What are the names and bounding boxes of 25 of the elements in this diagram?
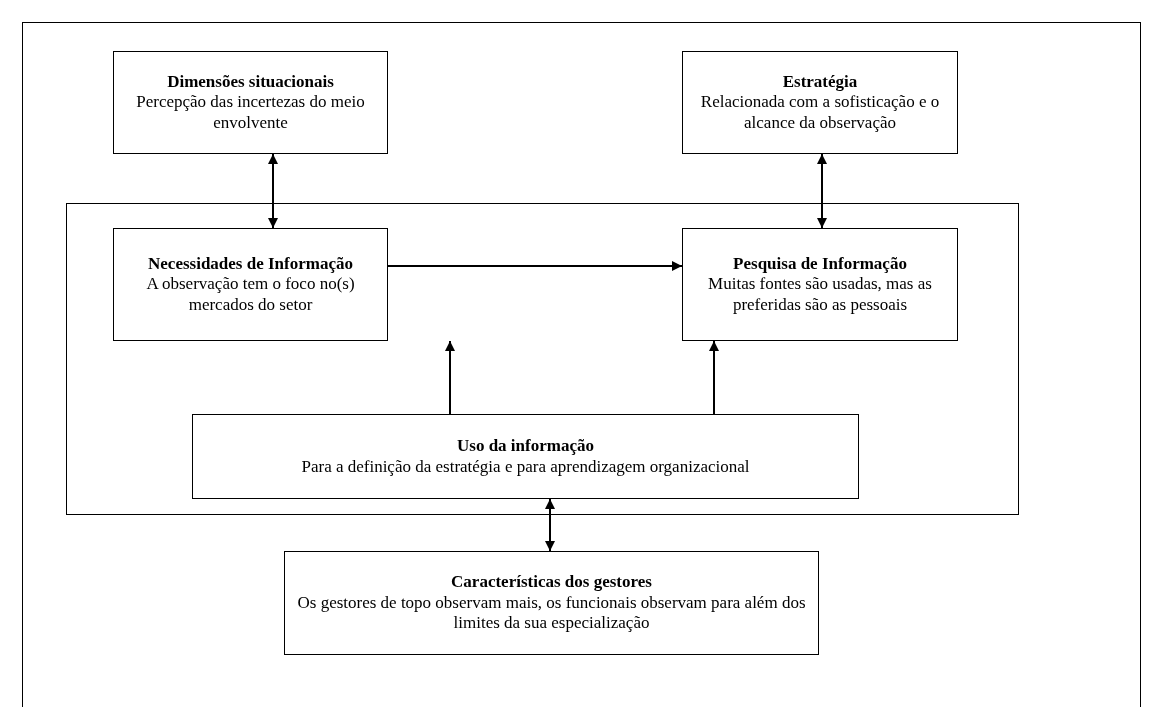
arrow (387, 261, 683, 271)
box-description: Os gestores de topo observam mais, os funcionais observam para além dos limites da sua especialização (297, 592, 806, 634)
arrow (268, 153, 278, 229)
process-box (113, 51, 388, 154)
box-heading: Dimensões situacionais (167, 71, 334, 93)
box-description: Muitas fontes são usadas, mas as preferidas são as pessoais (707, 274, 933, 316)
box-description: Percepção das incertezas do meio envolvente (135, 92, 366, 134)
box-description: A observação tem o foco no(s) mercados do setor (145, 274, 356, 316)
process-box (682, 228, 958, 341)
arrow (445, 340, 455, 415)
box-heading: Uso da informação (457, 436, 594, 457)
box-heading: Necessidades de Informação (148, 253, 353, 275)
process-box (682, 51, 958, 154)
box-description: Para a definição da estratégia e para aprendizagem organizacional (301, 456, 750, 477)
arrow (709, 340, 719, 415)
box-heading: Características dos gestores (451, 572, 652, 593)
box-heading: Pesquisa de Informação (733, 253, 907, 275)
process-box (192, 414, 859, 499)
box-description: Relacionada com a sofisticação e o alcance da observação (699, 92, 941, 134)
group-box (66, 203, 1019, 515)
process-box (113, 228, 388, 341)
process-box (284, 551, 819, 655)
box-heading: Estratégia (782, 71, 858, 93)
arrow (817, 153, 827, 229)
arrow (545, 498, 555, 552)
